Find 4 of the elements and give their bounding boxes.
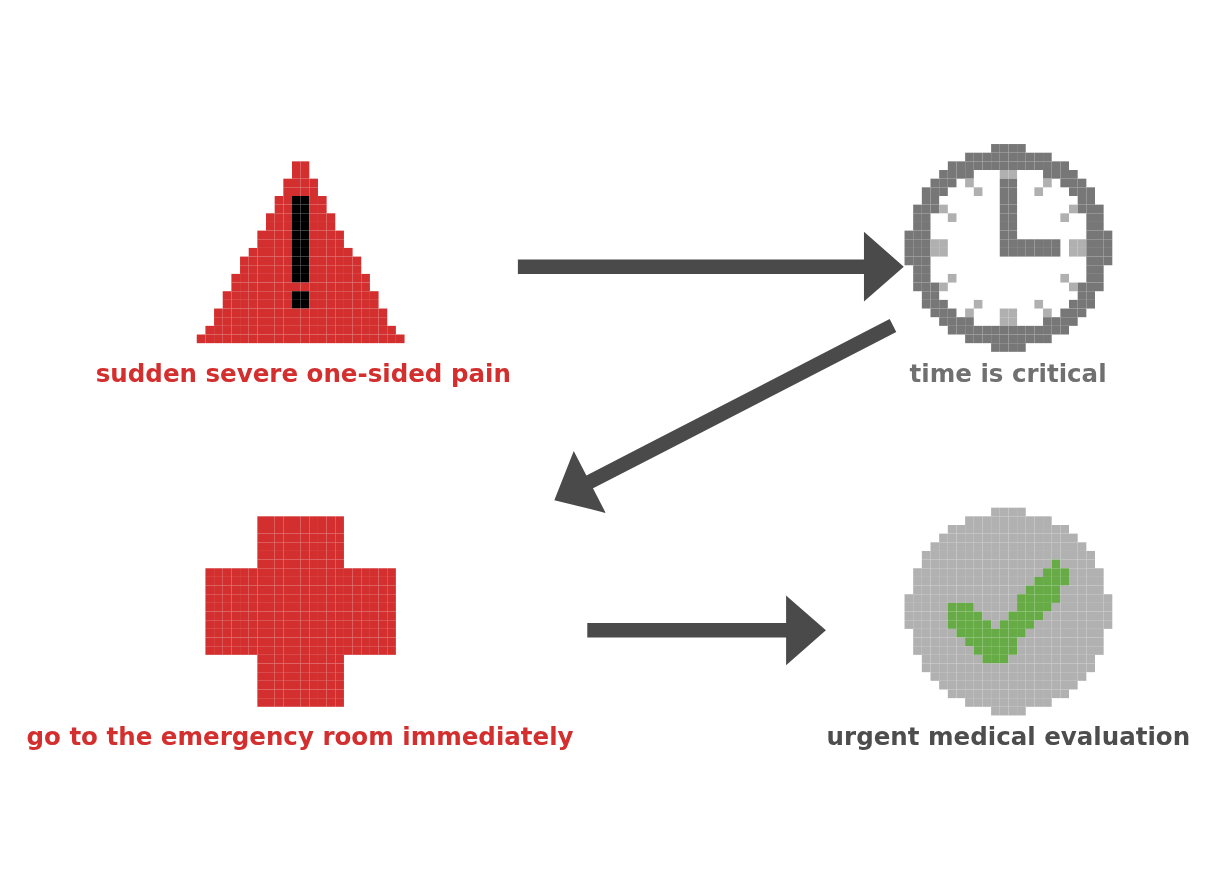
node-text: go to the emergency room immediately	[26, 721, 574, 751]
node-text: time is critical	[909, 358, 1107, 388]
node-text: urgent medical evaluation	[826, 721, 1191, 751]
node-text: sudden severe one-sided pain	[95, 358, 511, 388]
